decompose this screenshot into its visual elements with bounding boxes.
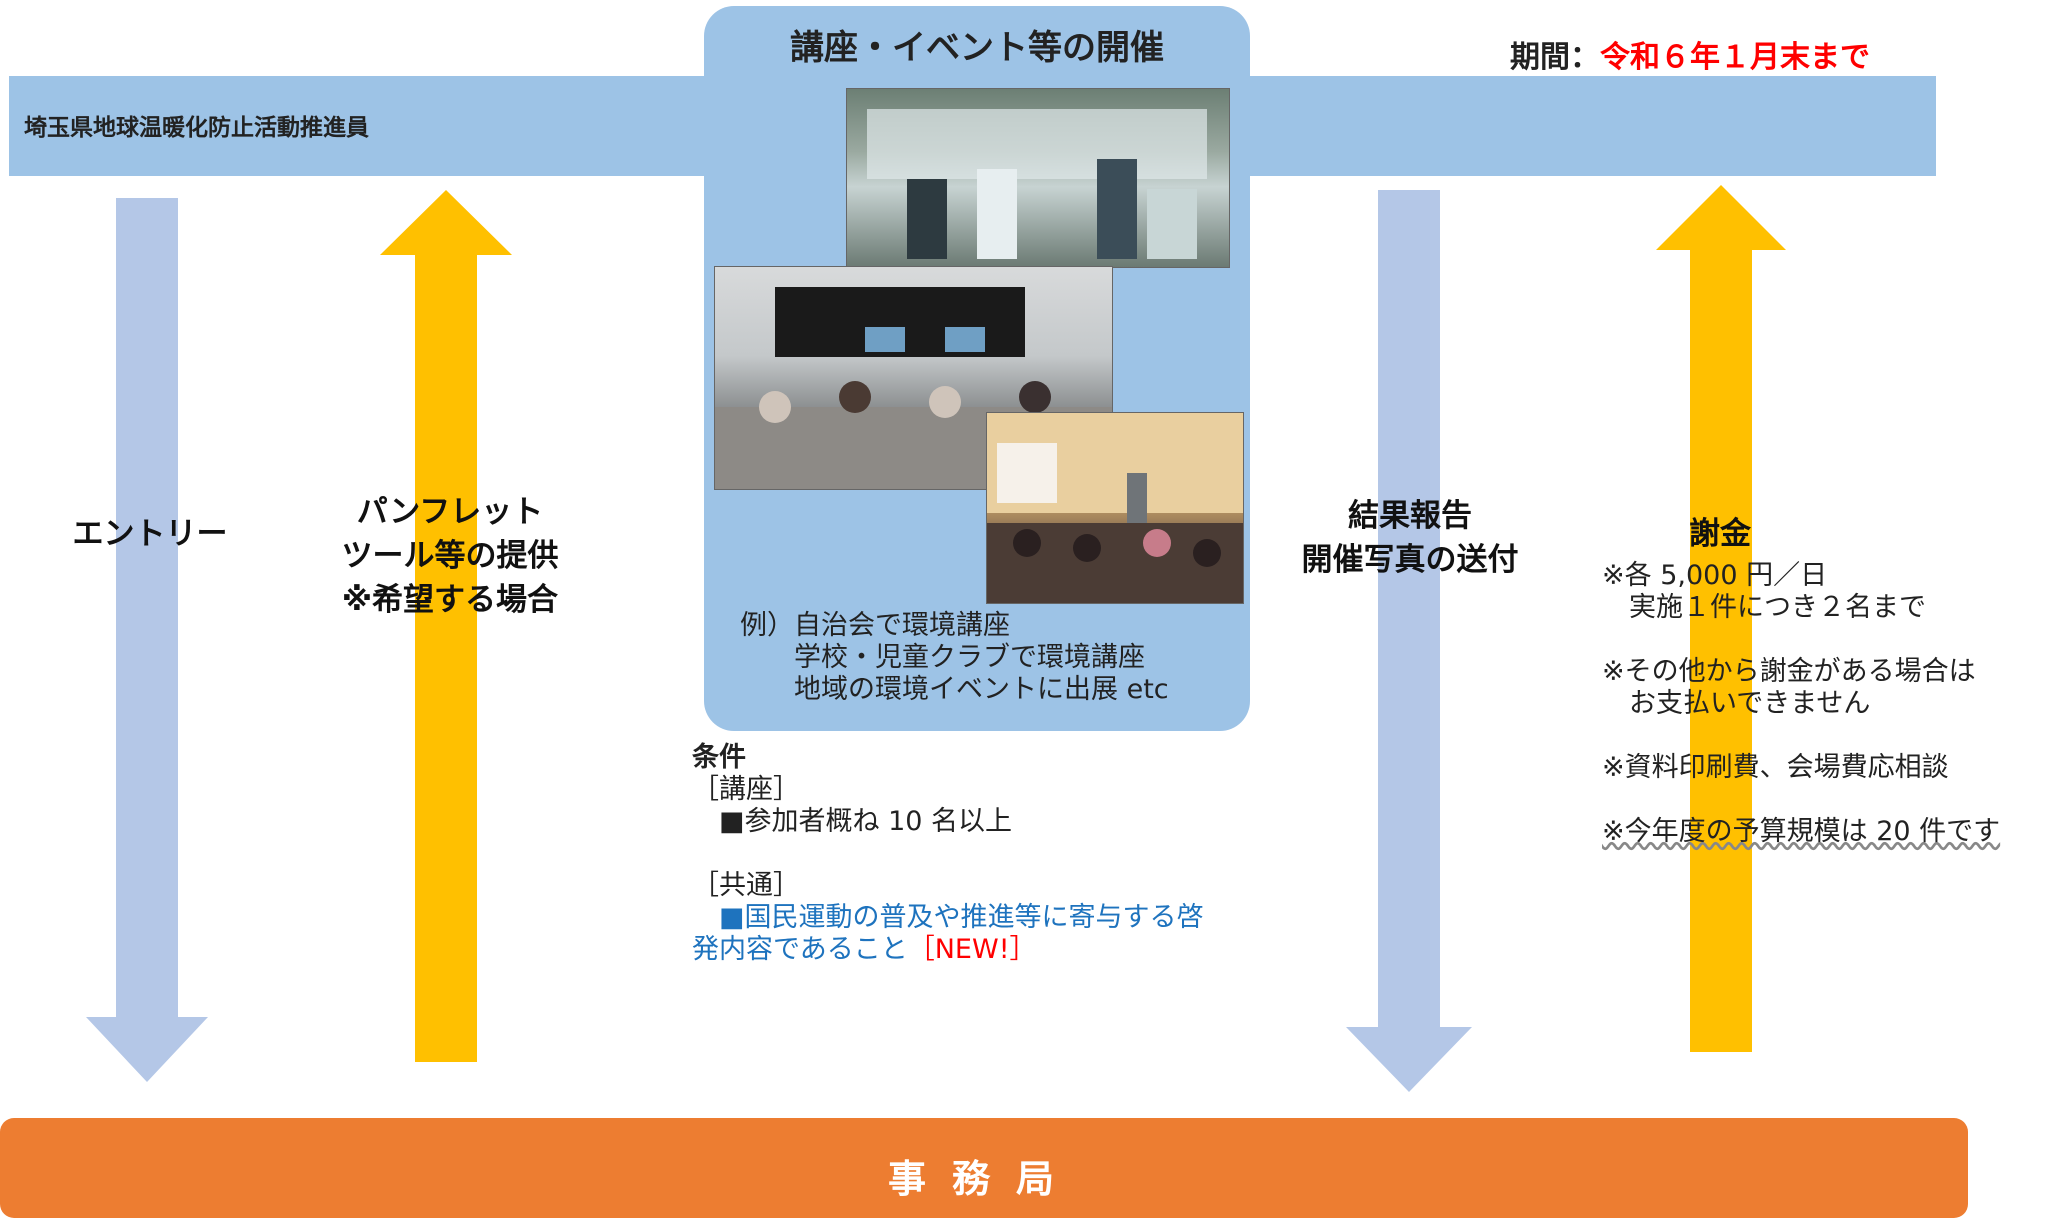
entry-arrow xyxy=(86,198,208,1082)
promoter-label: 埼玉県地球温暖化防止活動推進員 xyxy=(24,115,369,141)
report-arrow xyxy=(1346,190,1472,1092)
photo-crowd-icon xyxy=(867,109,1207,259)
fee-title: 謝金 xyxy=(1689,516,1751,552)
event-examples: 例）自治会で環境講座 学校・児童クラブで環境講座 地域の環境イベントに出展 et… xyxy=(740,610,1169,705)
fee-notes-main: ※各 5,000 円／日 実施１件につき２名まで ※その他から謝金がある場合は … xyxy=(1602,560,1976,783)
conditions-lecture-item: ■参加者概ね 10 名以上 xyxy=(692,806,1013,837)
period-text: 期間：令和６年１月末まで xyxy=(1510,32,1870,76)
photo-children-icon xyxy=(987,413,1243,603)
event-photo-exhibition xyxy=(846,88,1230,268)
conditions-common-item: ■国民運動の普及や推進等に寄与する啓 発内容であること xyxy=(692,902,1204,965)
report-label: 結果報告 開催写真の送付 xyxy=(1301,498,1519,578)
event-photo-school-lecture xyxy=(986,412,1244,604)
period-value: 令和６年１月末まで xyxy=(1600,40,1870,75)
fee-notes: ※各 5,000 円／日 実施１件につき２名まで ※その他から謝金がある場合は … xyxy=(1602,560,2000,848)
entry-label: エントリー xyxy=(72,516,228,552)
period-label: 期間： xyxy=(1510,40,1600,75)
conditions-new-badge: ［NEW!］ xyxy=(907,934,1037,965)
office-bar xyxy=(0,1118,1968,1218)
conditions-lecture-head: ［講座］ xyxy=(692,774,800,805)
pamphlet-arrow xyxy=(380,190,512,1062)
conditions-block: 条件［講座］ ■参加者概ね 10 名以上 ［共通］ ■国民運動の普及や推進等に寄… xyxy=(692,742,1204,966)
office-label: 事務局 xyxy=(887,1157,1080,1201)
conditions-common-head: ［共通］ xyxy=(692,870,800,901)
fee-arrow xyxy=(1656,185,1786,1052)
pamphlet-label: パンフレット ツール等の提供 ※希望する場合 xyxy=(341,494,559,618)
conditions-title: 条件 xyxy=(692,742,746,773)
event-title: 講座・イベント等の開催 xyxy=(790,28,1164,68)
fee-notes-budget: ※今年度の予算規模は 20 件です xyxy=(1602,816,2001,847)
